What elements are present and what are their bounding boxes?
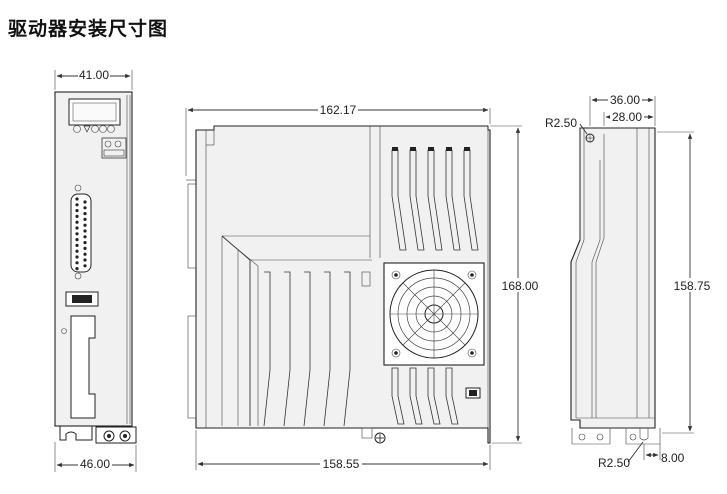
fin	[283, 271, 291, 427]
page-title: 驱动器安装尺寸图	[8, 18, 169, 40]
fin-cap	[428, 147, 434, 151]
cooling-fan	[383, 262, 485, 366]
pin	[83, 223, 87, 227]
back-view: 36.00 28.00 R2.50 158.75 R2.50 8.00	[545, 93, 712, 470]
dim-back-top-outer: 36.00	[610, 93, 640, 107]
heatsink-fins-lower	[263, 271, 351, 427]
fin-cap	[464, 147, 470, 151]
fin	[263, 271, 271, 427]
pin	[75, 238, 79, 242]
pin	[83, 212, 87, 216]
pin	[75, 232, 79, 236]
dim-back-bottom-offset: 8.00	[661, 451, 685, 465]
front-view: 41.00 46.00	[54, 68, 137, 472]
dim-front-top-width: 41.00	[79, 68, 109, 82]
pin	[75, 197, 79, 201]
back-panel-body	[570, 127, 656, 429]
pin	[75, 226, 79, 230]
pin	[83, 258, 87, 262]
pin	[75, 203, 79, 207]
pin	[75, 214, 79, 218]
pin	[83, 264, 87, 268]
pin	[83, 252, 87, 256]
fin-cap	[392, 147, 398, 151]
fin	[343, 271, 351, 427]
pin	[75, 255, 79, 259]
fin	[409, 367, 423, 425]
side-view: 162.17 158.55 168.00	[185, 103, 540, 471]
dim-back-top-radius: R2.50	[545, 116, 577, 130]
fin	[445, 367, 459, 425]
dim-back-height: 158.75	[674, 279, 711, 293]
pin	[83, 241, 87, 245]
pin	[83, 235, 87, 239]
dim-front-bottom-width: 46.00	[80, 457, 110, 471]
front-panel-body	[54, 91, 133, 427]
pin	[75, 267, 79, 271]
front-mount-foot	[59, 426, 93, 441]
pin	[75, 249, 79, 253]
pin	[83, 206, 87, 210]
pin	[83, 200, 87, 204]
fin-cap	[446, 147, 452, 151]
fin	[303, 271, 311, 427]
pin	[83, 246, 87, 250]
pin	[75, 209, 79, 213]
fin-cap	[410, 147, 416, 151]
terminal-block	[61, 315, 96, 419]
fin	[427, 367, 441, 425]
dim-side-height: 168.00	[502, 279, 539, 293]
pin	[83, 217, 87, 221]
heatsink-fins-upper	[391, 147, 479, 251]
pin	[75, 243, 79, 247]
pin	[75, 220, 79, 224]
pin	[83, 229, 87, 233]
fin	[391, 367, 405, 425]
dim-side-top-width: 162.17	[320, 103, 357, 117]
pin	[75, 261, 79, 265]
fin	[323, 271, 331, 427]
dim-back-top-inner: 28.00	[612, 110, 642, 124]
keypad-buttons	[73, 125, 115, 133]
db-connector	[70, 184, 92, 280]
dim-back-bottom-radius: R2.50	[598, 456, 630, 470]
heatsink-fins-bottom	[391, 367, 459, 425]
dim-side-bottom-width: 158.55	[323, 457, 360, 471]
